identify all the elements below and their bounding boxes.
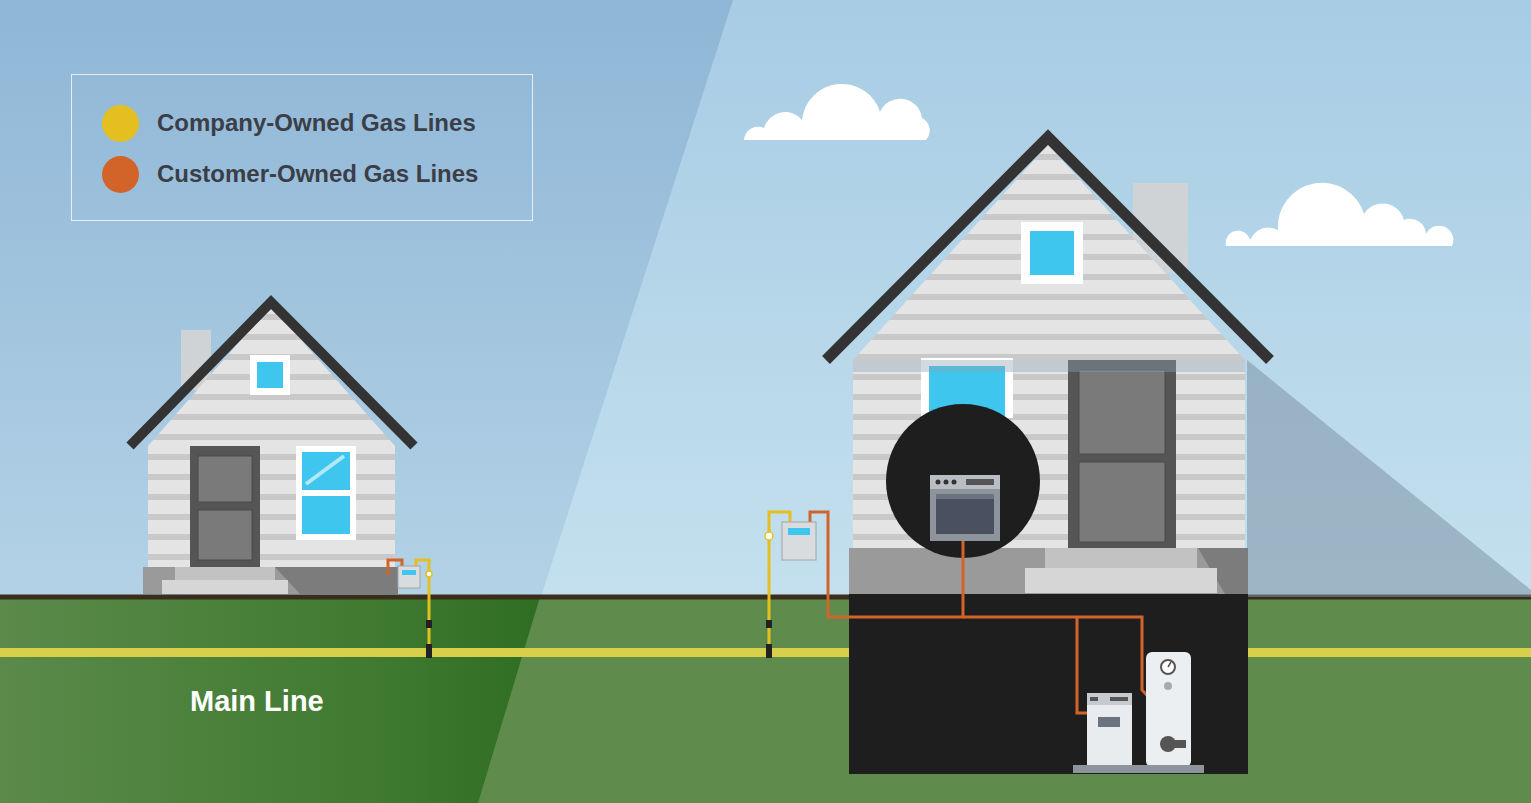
furnace-part <box>1090 697 1098 701</box>
big-house-part <box>1079 370 1165 454</box>
stove-part <box>936 494 994 499</box>
legend-row: Customer-Owned Gas Lines <box>102 154 478 194</box>
stove-part <box>936 480 941 485</box>
stove-part <box>930 475 1000 489</box>
small-house-part <box>175 567 275 580</box>
big-house-part <box>1025 568 1217 593</box>
stove-part <box>966 479 994 485</box>
big-house-part <box>1079 462 1165 542</box>
big-house-part <box>853 360 1245 372</box>
big-house <box>826 137 1270 774</box>
big-house-gas-part <box>788 528 810 535</box>
small-house-part <box>143 567 398 594</box>
small-house-part <box>302 496 350 534</box>
small-house <box>130 302 414 594</box>
small-house-part <box>130 302 414 446</box>
legend-row: Company-Owned Gas Lines <box>102 103 476 143</box>
appliance-base <box>1073 765 1204 773</box>
small-house-part <box>275 567 398 594</box>
small-house-gas-part <box>426 571 432 577</box>
small-house-part <box>190 446 260 567</box>
small-house-part <box>162 580 288 594</box>
water-heater-part <box>1161 660 1175 674</box>
water-heater-part <box>1174 740 1186 748</box>
furnace-part <box>1110 697 1128 701</box>
big-house-part <box>1068 360 1176 548</box>
small-house-gas <box>388 560 432 658</box>
small-house-gas-part <box>398 566 420 588</box>
small-house-part <box>198 510 252 560</box>
house-shadow <box>1247 360 1531 597</box>
legend-swatch <box>102 156 139 193</box>
big-house-part <box>1030 231 1074 275</box>
small-house-part <box>302 452 350 490</box>
small-house-gas-part <box>402 570 416 575</box>
small-house-gas-part <box>426 620 432 628</box>
small-house-part <box>296 446 356 540</box>
big-house-part <box>1045 548 1197 568</box>
big-house-gas-part <box>766 644 772 658</box>
big-house-gas-part <box>765 532 773 540</box>
clouds-part <box>1226 183 1454 246</box>
clouds-part <box>744 84 930 140</box>
small-house-part <box>257 362 283 388</box>
ground-part <box>0 597 540 803</box>
house-shadow-part <box>1247 360 1531 597</box>
small-house-gas-part <box>426 644 432 658</box>
ground-part <box>0 597 1531 803</box>
legend-box: Company-Owned Gas LinesCustomer-Owned Ga… <box>71 74 533 221</box>
small-house-part <box>306 456 344 484</box>
stove-part <box>952 480 957 485</box>
small-house-part <box>250 355 290 395</box>
big-house-part <box>1021 222 1083 284</box>
stove <box>930 475 1000 541</box>
ground <box>0 597 1531 803</box>
water-heater-part <box>1168 662 1171 667</box>
big-house-part <box>886 404 1040 558</box>
sky-part <box>0 0 1531 600</box>
furnace-part <box>1087 693 1132 705</box>
furnace-part <box>1087 693 1132 765</box>
legend-swatch <box>102 105 139 142</box>
big-house-gas-part <box>766 620 772 628</box>
big-house-part <box>849 548 1248 594</box>
stove-part <box>936 494 994 534</box>
water-heater-part <box>1160 736 1176 752</box>
main-line <box>0 648 1531 657</box>
big-house-part <box>826 137 1270 360</box>
legend-text: Company-Owned Gas Lines <box>157 109 476 137</box>
big-house-part <box>849 594 1248 774</box>
small-house-part <box>148 306 395 567</box>
appliance-base-part <box>1073 765 1204 773</box>
sky-part <box>0 0 733 600</box>
water-heater-part <box>1164 682 1172 690</box>
sky <box>0 0 1531 600</box>
furnace-part <box>1098 717 1120 727</box>
water-heater <box>1146 652 1191 767</box>
furnace <box>1087 693 1132 765</box>
water-heater-part <box>1146 652 1191 767</box>
stove-part <box>930 475 1000 541</box>
main-line-part <box>0 648 1531 657</box>
legend-text: Customer-Owned Gas Lines <box>157 160 478 188</box>
small-house-part <box>198 456 252 502</box>
big-house-gas-part <box>810 512 963 617</box>
big-house-gas-part <box>782 522 816 560</box>
stove-part <box>944 480 949 485</box>
main-line-label: Main Line <box>190 685 324 718</box>
